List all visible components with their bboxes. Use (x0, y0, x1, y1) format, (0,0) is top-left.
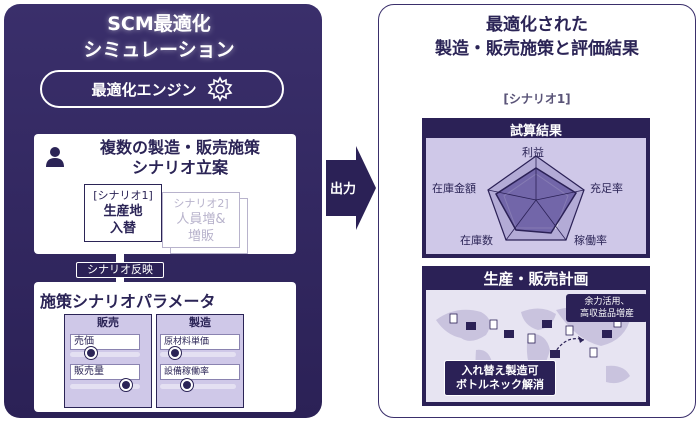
person-icon (46, 147, 64, 167)
gear-icon (207, 76, 232, 102)
scenario1-line2: 入替 (109, 221, 136, 236)
scenario2-line1: 人員増& (176, 212, 226, 227)
utilization-field[interactable]: 設備稼働率 (160, 364, 240, 380)
plan-heading: 生産・販売計画 (483, 270, 589, 288)
result-heading: 試算結果 (509, 124, 562, 139)
manufacturing-panel: 製造 (156, 314, 244, 408)
callout-replacement-line1: 入れ替え製造可 (461, 364, 539, 377)
plan-title-line1: 複数の製造・販売施策 (99, 138, 260, 157)
scenario-reflect-label: シナリオ反映 (76, 262, 164, 278)
material-cost-slider-track[interactable] (160, 352, 236, 357)
manufacturing-heading: 製造 (189, 316, 211, 329)
optimization-engine-badge: 最適化エンジン (40, 70, 284, 108)
radar-label-profit: 利益 (522, 146, 544, 159)
utilization-slider-track[interactable] (160, 384, 236, 389)
scenario-label: [シナリオ1] (503, 92, 571, 106)
sales-volume-field[interactable]: 販売量 (70, 364, 140, 380)
plan-title-line2: シナリオ立案 (131, 158, 228, 177)
simulation-title-line2: シミュレーション (83, 39, 235, 61)
simulation-title-line1: SCM最適化 (107, 13, 211, 35)
engine-label: 最適化エンジン (91, 80, 197, 99)
callout-replacement-line2: ボトルネック解消 (456, 378, 544, 391)
radar-label-stock-value: 在庫金額 (432, 182, 476, 195)
utilization-slider-knob[interactable] (180, 379, 193, 391)
scenario-card-2[interactable]: シナリオ2] 人員増& 増販 (162, 192, 240, 248)
material-cost-field[interactable]: 原材料単価 (160, 334, 240, 350)
callout-surplus: 余力活用、 高収益品増産 (566, 294, 648, 322)
callout-surplus-line2: 高収益品増産 (579, 309, 634, 319)
material-cost-slider-knob[interactable] (169, 347, 182, 359)
radar-label-utilization: 稼働率 (574, 234, 607, 247)
price-slider-track[interactable] (70, 352, 140, 357)
sales-volume-slider-track[interactable] (70, 384, 140, 389)
radar-chart (426, 138, 646, 254)
callout-surplus-line1: 余力活用、 (584, 297, 630, 307)
sales-heading: 販売 (97, 316, 119, 329)
scenario2-line2: 増販 (187, 229, 214, 244)
parameter-title: 施策シナリオパラメータ (40, 292, 216, 311)
scenario1-line1: 生産地 (103, 204, 143, 219)
output-arrow-icon (326, 146, 376, 230)
output-label: 出力 (329, 182, 356, 197)
scenario-card-1[interactable]: [シナリオ1] 生産地 入替 (84, 184, 162, 242)
radar-label-fill-rate: 充足率 (590, 182, 623, 195)
result-title-line1: 最適化された (486, 15, 588, 35)
callout-replacement: 入れ替え製造可 ボトルネック解消 (444, 360, 556, 396)
price-field[interactable]: 売価 (70, 334, 140, 350)
sales-volume-slider-knob[interactable] (120, 379, 132, 391)
sales-panel: 販売 (64, 314, 152, 408)
scenario2-tag: シナリオ2] (173, 197, 229, 210)
radar-label-stock-count: 在庫数 (460, 234, 493, 247)
price-slider-knob[interactable] (85, 347, 97, 359)
scenario1-tag: [シナリオ1] (93, 189, 153, 202)
result-title-line2: 製造・販売施策と評価結果 (435, 39, 639, 59)
